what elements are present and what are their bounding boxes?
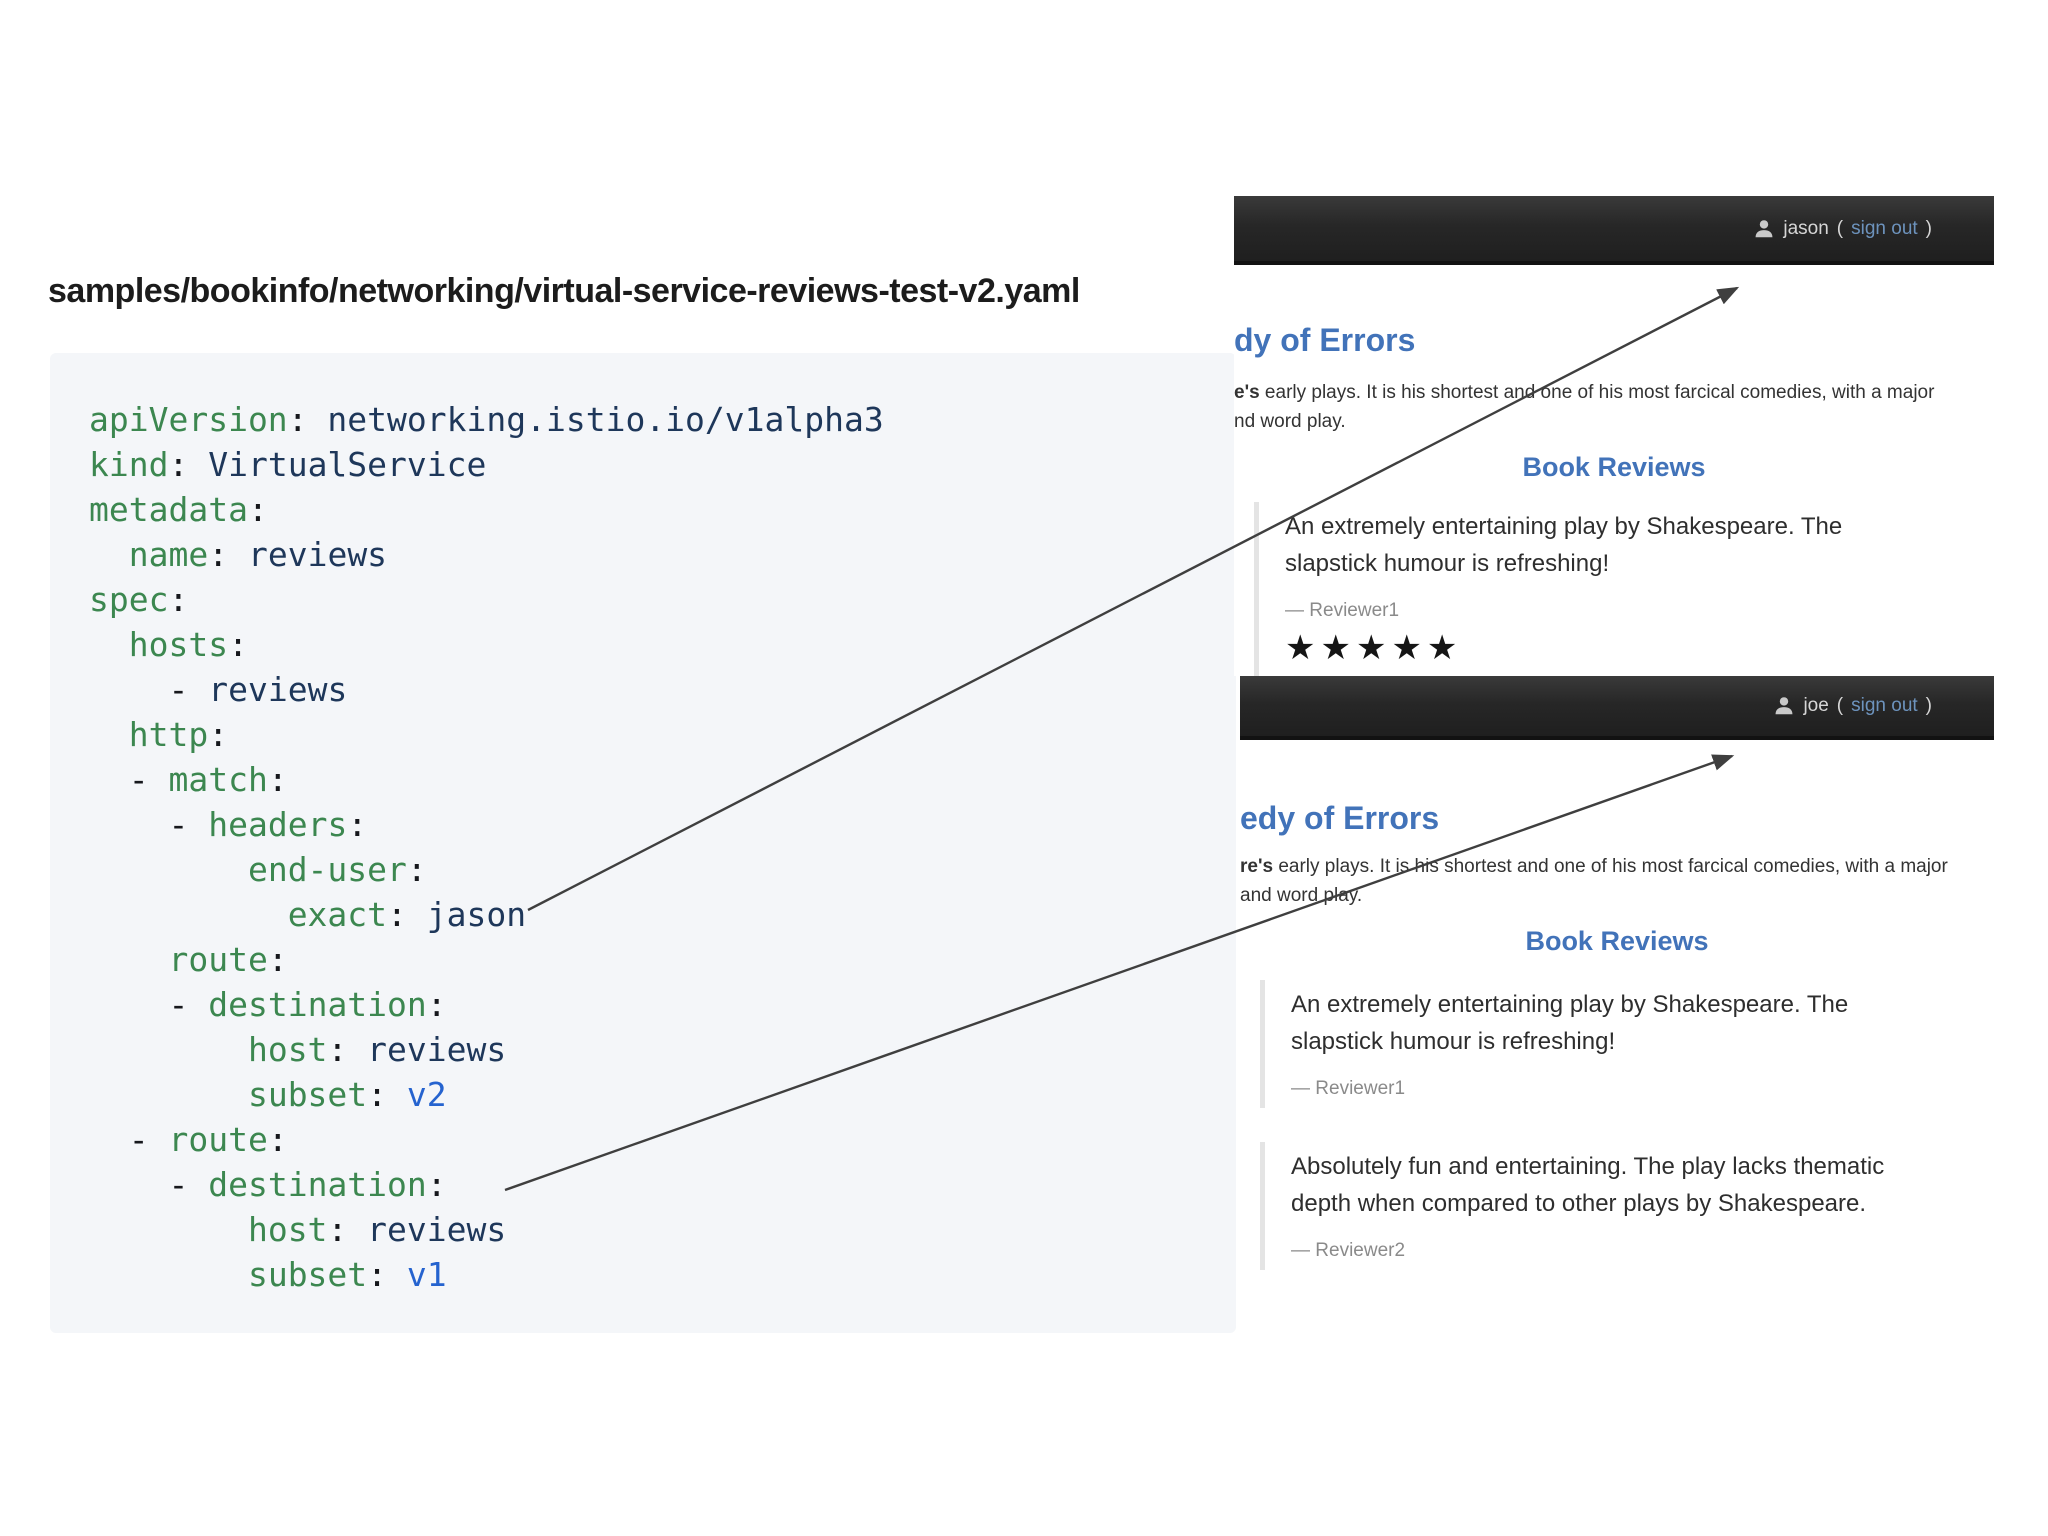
review-quote: Absolutely fun and entertaining. The pla… <box>1260 1142 1994 1270</box>
review-quote: An extremely entertaining play by Shakes… <box>1254 502 1994 676</box>
yaml-code-line: host: reviews <box>247 1210 507 1249</box>
yaml-code-line: route: <box>168 940 288 979</box>
yaml-code-line: - reviews <box>168 670 348 709</box>
yaml-code-line: http: <box>128 715 229 754</box>
book-reviews-heading: Book Reviews <box>1522 452 1706 482</box>
yaml-code-block: apiVersion: networking.istio.io/v1alpha3… <box>50 353 1236 1333</box>
paren-open: ( <box>1836 695 1844 716</box>
yaml-code-line: - destination: <box>168 985 447 1024</box>
yaml-code-line: exact: jason <box>287 895 527 934</box>
summary-line2: nd word play. <box>1234 411 1346 432</box>
paren-open: ( <box>1836 217 1844 239</box>
book-summary: e's early plays. It is his shortest and … <box>1234 378 1934 436</box>
yaml-code-line: - headers: <box>168 805 368 844</box>
summary-bold-fragment: e's <box>1234 382 1260 403</box>
navbar: jason ( sign out ) <box>1234 196 1994 265</box>
yaml-code-line: spec: <box>89 580 189 619</box>
yaml-code-line: subset: v2 <box>247 1075 447 1114</box>
review-text: Absolutely fun and entertaining. The pla… <box>1291 1153 1885 1217</box>
username-label: jason <box>1783 217 1829 239</box>
review-quote: An extremely entertaining play by Shakes… <box>1260 980 1994 1108</box>
navbar: joe ( sign out ) <box>1240 676 1994 740</box>
review-author: — Reviewer2 <box>1291 1240 1406 1261</box>
paren-close: ) <box>1925 217 1932 239</box>
bookinfo-screenshot-joe: joe ( sign out ) edy of Errors re's earl… <box>1240 676 1994 1300</box>
book-reviews-heading: Book Reviews <box>1525 926 1709 956</box>
review-author: — Reviewer1 <box>1291 1078 1406 1099</box>
review-text: An extremely entertaining play by Shakes… <box>1285 513 1843 577</box>
summary-line1: early plays. It is his shortest and one … <box>1273 856 1948 877</box>
yaml-code-line: host: reviews <box>247 1030 507 1069</box>
book-summary: re's early plays. It is his shortest and… <box>1240 852 1948 910</box>
yaml-code-line: kind: VirtualService <box>89 445 487 484</box>
yaml-code-lines: apiVersion: networking.istio.io/v1alpha3… <box>89 397 884 1297</box>
yaml-code-line: apiVersion: networking.istio.io/v1alpha3 <box>89 400 884 439</box>
book-title-fragment: dy of Errors <box>1234 322 1416 358</box>
bookinfo-screenshot-jason: jason ( sign out ) dy of Errors e's earl… <box>1234 196 1994 676</box>
yaml-code-line: subset: v1 <box>247 1255 447 1294</box>
review-author: — Reviewer1 <box>1285 600 1400 621</box>
yaml-code-line: name: reviews <box>128 535 388 574</box>
review-text: An extremely entertaining play by Shakes… <box>1291 991 1849 1055</box>
reviews-list: An extremely entertaining play by Shakes… <box>1254 502 1994 676</box>
sign-out-link[interactable]: sign out <box>1851 695 1918 716</box>
yaml-code-line: hosts: <box>128 625 248 664</box>
yaml-code-line: end-user: <box>247 850 427 889</box>
paren-close: ) <box>1925 695 1932 716</box>
yaml-code-line: - match: <box>128 760 288 799</box>
sign-out-link[interactable]: sign out <box>1851 217 1918 239</box>
summary-line1: early plays. It is his shortest and one … <box>1259 382 1935 403</box>
yaml-code-line: - destination: <box>168 1165 447 1204</box>
summary-bold-fragment: re's <box>1240 856 1274 877</box>
username-label: joe <box>1803 695 1829 716</box>
user-session-box: jason ( sign out ) <box>1753 218 1932 240</box>
user-icon <box>1753 218 1775 240</box>
rating-stars: ★★★★★ <box>1285 629 1463 667</box>
yaml-code-line: - route: <box>128 1120 288 1159</box>
summary-line2: and word play. <box>1240 885 1363 906</box>
yaml-file-path-title: samples/bookinfo/networking/virtual-serv… <box>48 272 1080 310</box>
user-icon <box>1773 695 1795 717</box>
user-session-box: joe ( sign out ) <box>1773 695 1932 717</box>
yaml-code-line: metadata: <box>89 490 268 529</box>
reviews-list: An extremely entertaining play by Shakes… <box>1260 980 1994 1300</box>
book-title-fragment: edy of Errors <box>1240 800 1440 836</box>
